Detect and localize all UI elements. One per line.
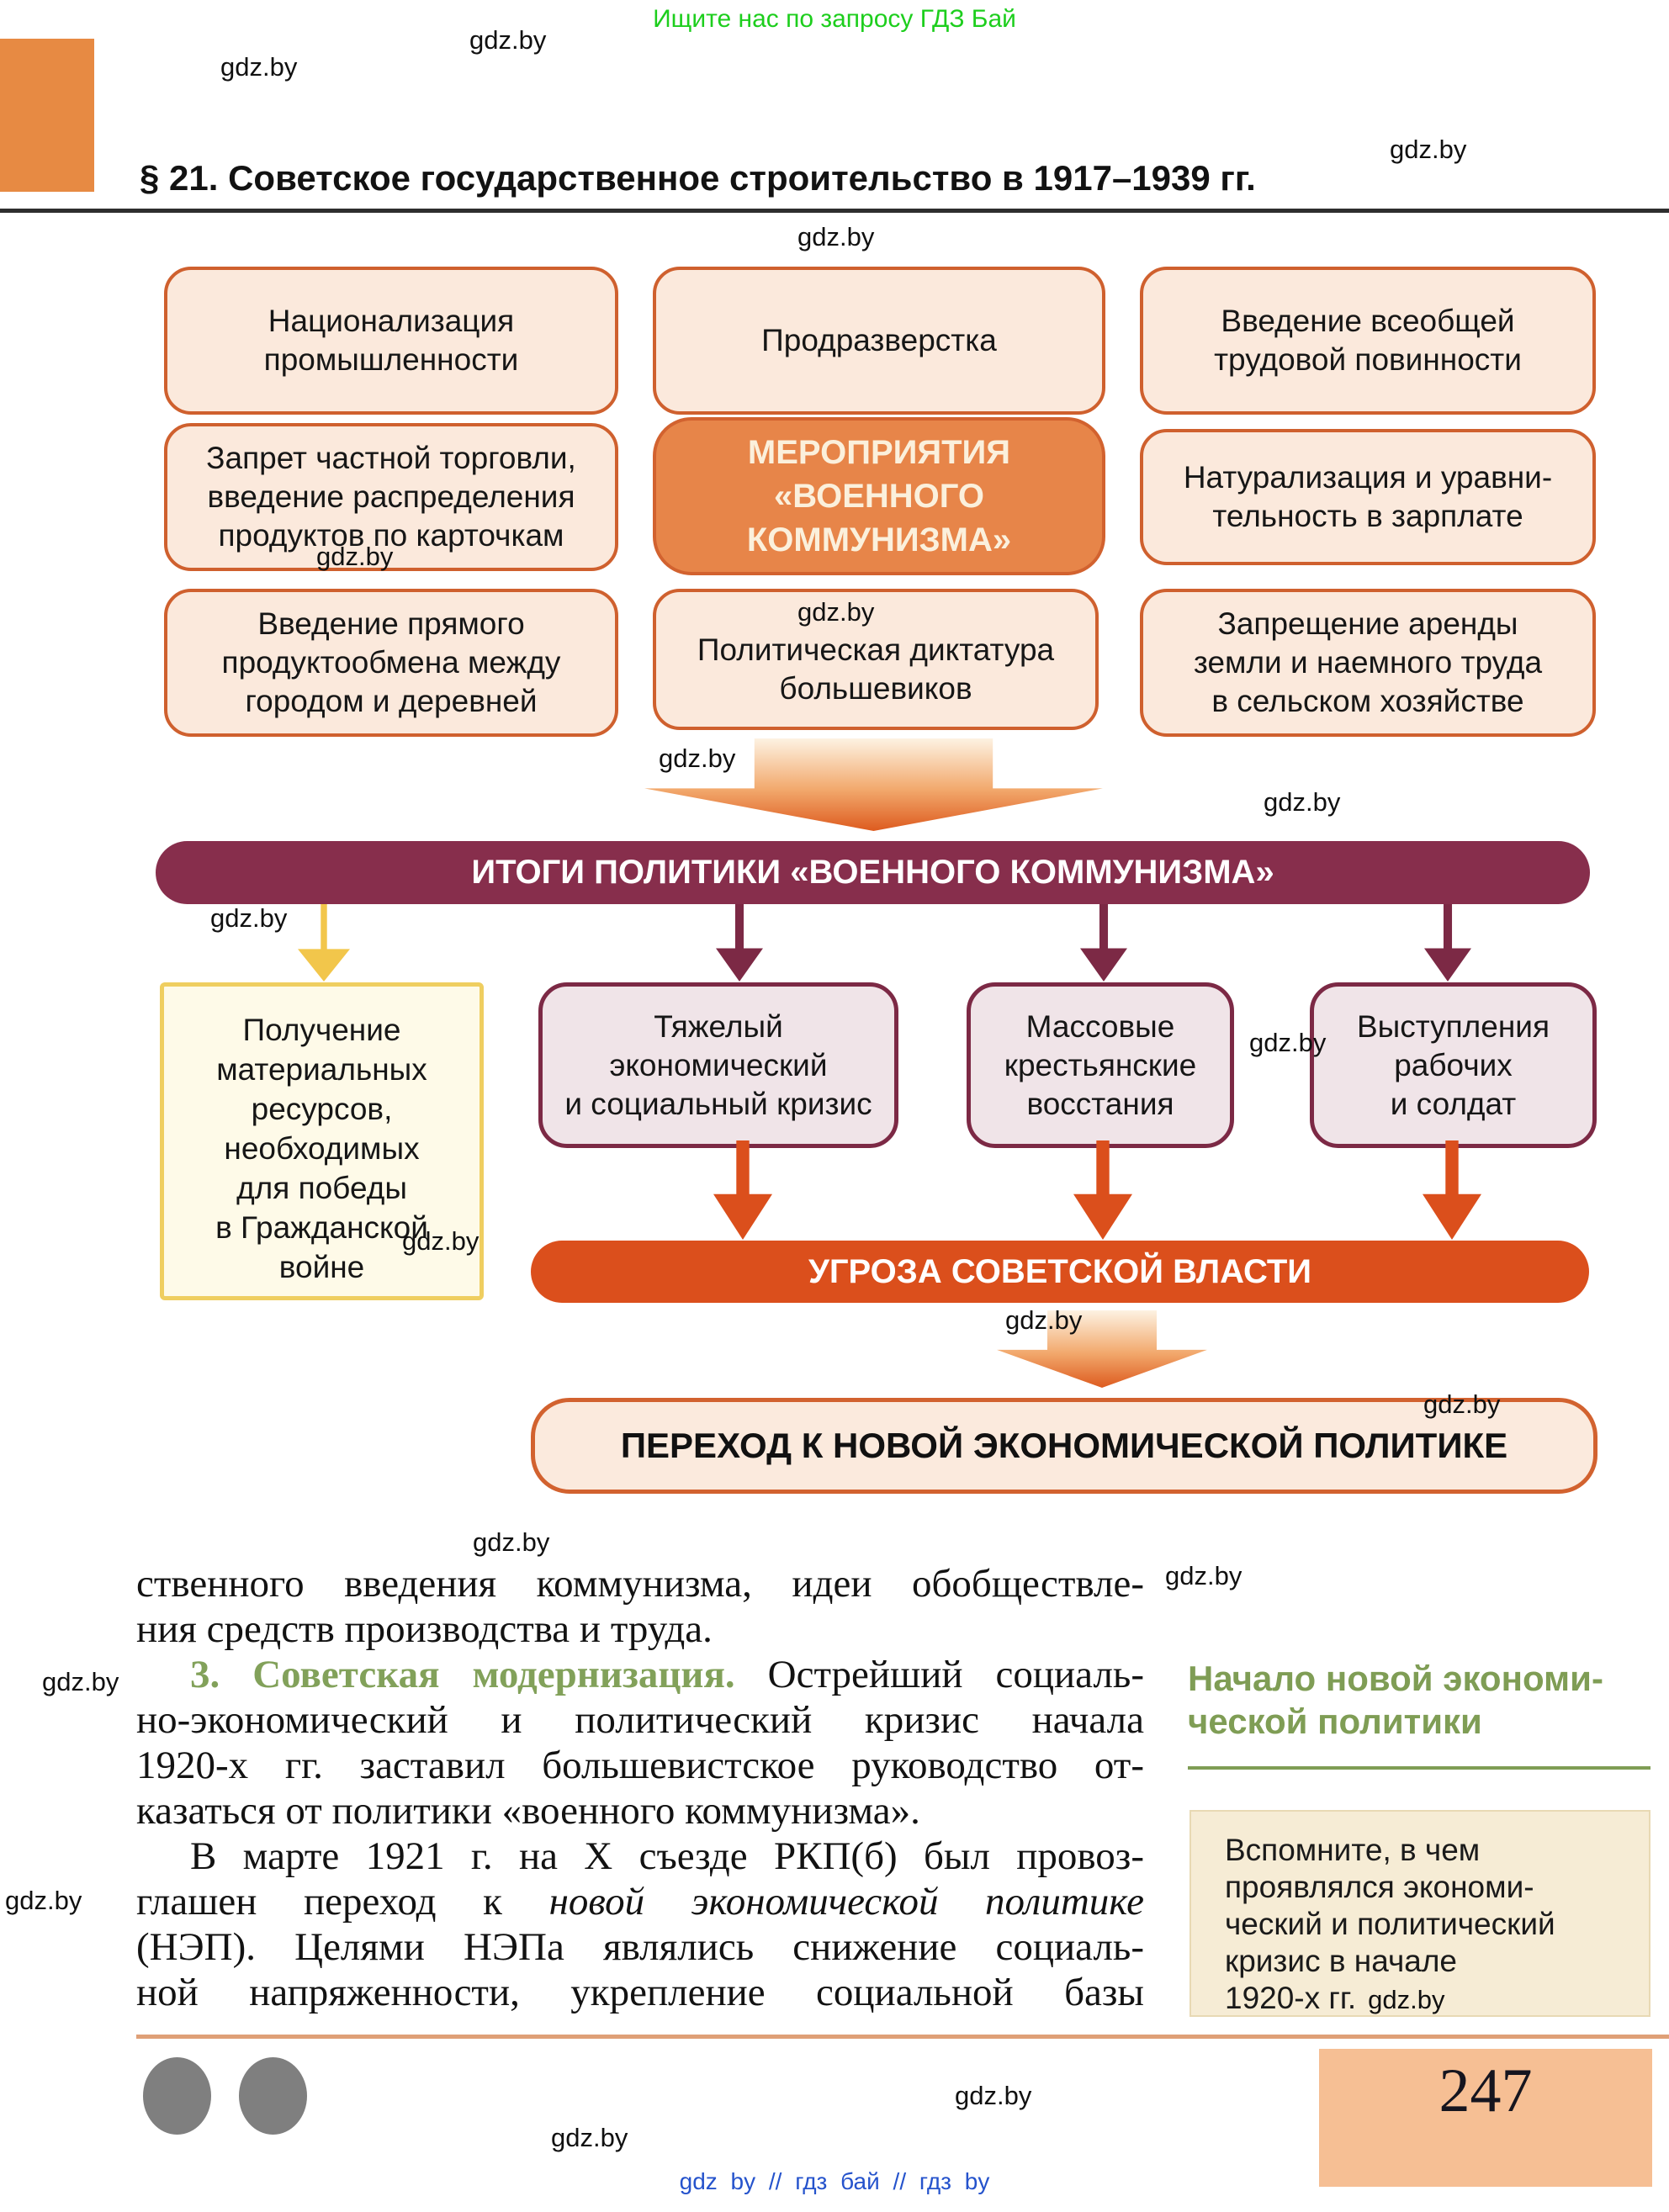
diagram-box-wage-naturalization: Натурализация и уравни-тельность в зарпл…: [1140, 429, 1596, 565]
gdz-watermark: gdz.by: [210, 903, 288, 933]
gdz-watermark: gdz.by: [551, 2123, 628, 2152]
gdz-watermark: gdz.by: [1249, 1028, 1327, 1057]
gdz-watermark: gdz.by: [316, 542, 394, 571]
body-line: 1920-х гг. заставил большевистское руков…: [136, 1744, 1144, 1787]
gdz-watermark: gdz.by: [1423, 1389, 1501, 1419]
gdz-watermark: gdz.by: [1005, 1305, 1083, 1335]
gdz-watermark: gdz.by: [5, 1886, 82, 1915]
transition-box: ПЕРЕХОД К НОВОЙ ЭКОНОМИЧЕСКОЙ ПОЛИТИКЕ: [531, 1398, 1597, 1494]
body-text: ственного введения коммунизма, идеи обоб…: [136, 1561, 1144, 2015]
page-number-block: 247: [1319, 2049, 1652, 2187]
result-arrow-uprisings: [1080, 904, 1127, 982]
sidebar-note-box: Вспомните, в чем проявлялся экономи- чес…: [1189, 1810, 1650, 2017]
diagram-box-trade-ban: Запрет частной торговли,введение распред…: [164, 423, 618, 571]
gdz-watermark: gdz.by: [1368, 1985, 1445, 2014]
gdz-watermark: gdz.by: [473, 1527, 550, 1557]
sidebar-divider: [1188, 1766, 1650, 1770]
diagram-box-prodrazverstka: Продразверстка: [653, 267, 1105, 415]
body-line: ной напряженности, укрепление социальной…: [136, 1971, 1144, 2014]
section-heading: 3. Советская модернизация.: [190, 1653, 735, 1696]
decorative-dot: [239, 2057, 307, 2135]
gdz-watermark: gdz.by: [1165, 1561, 1242, 1590]
body-line: ния средств производства и труда.: [136, 1607, 713, 1651]
gdz-watermark: gdz.by: [220, 52, 298, 82]
decorative-dot: [143, 2057, 211, 2135]
page-number: 247: [1439, 2056, 1533, 2125]
gdz-watermark: gdz.by: [1390, 135, 1467, 164]
result-arrow-protests: [1424, 904, 1471, 982]
page-title: § 21. Советское государственное строител…: [140, 158, 1256, 198]
result-box-resources: Получение материальных ресурсов, необход…: [160, 982, 484, 1300]
promo-banner: Ищите нас по запросу ГДЗ Бай: [653, 5, 1016, 33]
gdz-watermark: gdz.by: [797, 222, 875, 251]
threat-arrow-2: [1073, 1140, 1132, 1240]
gdz-watermark: gdz.by: [797, 597, 875, 627]
body-line: глашен переход к новой экономической пол…: [136, 1880, 1144, 1924]
body-line: ственного введения коммунизма, идеи обоб…: [136, 1562, 1144, 1606]
threat-arrow-1: [713, 1140, 772, 1240]
gdz-watermark: gdz.by: [1264, 787, 1341, 817]
body-line: 3. Советская модернизация. Острейший соц…: [190, 1653, 1144, 1696]
corner-accent: [0, 39, 94, 192]
body-line: В марте 1921 г. на X съезде РКП(б) был п…: [190, 1834, 1144, 1878]
sidebar-heading: Начало новой экономи- ческой политики: [1188, 1659, 1603, 1741]
body-line: но-экономический и политический кризис н…: [136, 1698, 1144, 1742]
results-banner: ИТОГИ ПОЛИТИКИ «ВОЕННОГО КОММУНИЗМА»: [156, 841, 1590, 904]
gdz-watermark: gdz.by: [659, 744, 736, 773]
footer-divider: [136, 2035, 1669, 2039]
gdz-watermark: gdz.by: [42, 1667, 119, 1696]
gdz-watermark: gdz.by: [402, 1226, 480, 1256]
header-divider: [0, 209, 1669, 213]
result-arrow-yellow: [298, 904, 350, 982]
threat-arrow-3: [1423, 1140, 1481, 1240]
gdz-watermark: gdz.by: [955, 2081, 1032, 2110]
gdz-watermark: gdz.by: [469, 25, 547, 55]
body-line: (НЭП). Целями НЭПа являлись снижение соц…: [136, 1925, 1144, 1969]
result-arrow-crisis: [716, 904, 763, 982]
footer-links[interactable]: gdz by // гдз бай // гдз by: [679, 2168, 990, 2194]
threat-banner: УГРОЗА СОВЕТСКОЙ ВЛАСТИ: [531, 1241, 1589, 1303]
body-line: казаться от политики «военного коммунизм…: [136, 1789, 920, 1833]
